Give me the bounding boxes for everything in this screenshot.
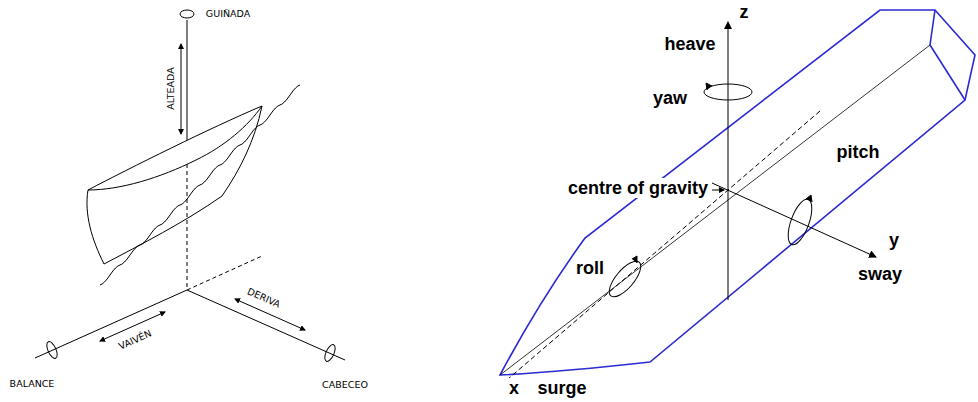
axis-label: z: [738, 2, 751, 23]
motion-label: ALTEADA: [166, 65, 177, 111]
motion-label: BALANCE: [8, 379, 57, 390]
motion-label: GUIÑADA: [204, 9, 252, 20]
axis-label: y: [887, 230, 901, 251]
axis-label: x: [507, 378, 521, 399]
left-figure: [35, 10, 345, 363]
motion-label: roll: [574, 258, 606, 279]
motion-label: VAIVÉN: [115, 327, 155, 353]
motion-label: CABECEO: [320, 380, 370, 391]
point-label: centre of gravity: [566, 178, 710, 199]
motion-label: surge: [535, 378, 588, 399]
motion-label: DERIVA: [244, 285, 284, 311]
motion-label: heave: [662, 34, 717, 55]
motion-label: pitch: [835, 142, 882, 163]
motion-label: sway: [856, 264, 904, 285]
motion-label: yaw: [651, 88, 689, 109]
right-figure: [500, 10, 975, 379]
